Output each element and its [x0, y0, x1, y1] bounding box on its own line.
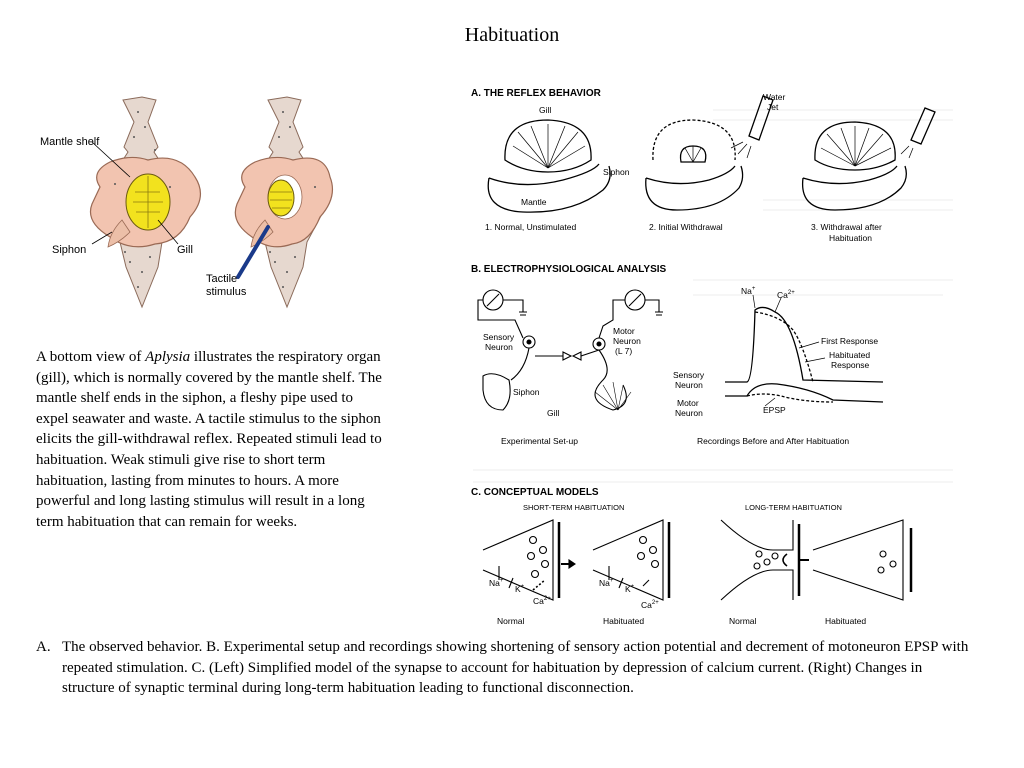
gill-label: Gill: [177, 244, 193, 256]
reflex-panel-1: [487, 119, 611, 213]
motor-neuron-label-3: (L 7): [615, 346, 632, 356]
habituated-label-left: Habituated: [603, 616, 644, 625]
normal-label-right: Normal: [729, 616, 757, 625]
recordings-label: Recordings Before and After Habituation: [697, 436, 849, 446]
reflex-panel-2: [645, 95, 774, 211]
caption-label: A.: [36, 639, 51, 655]
page-title: Habituation: [464, 24, 560, 46]
k-label-c2: K+: [625, 584, 635, 594]
panel1-label: 1. Normal, Unstimulated: [485, 222, 576, 232]
epsp-label: EPSP: [763, 405, 786, 415]
background-text-texture: [473, 109, 953, 483]
long-term-normal-terminal: [720, 519, 809, 601]
aplysia-illustration: Mantle shelf Siphon Gill Tactile stimulu…: [40, 96, 333, 309]
habituated-response-label-1: Habituated: [829, 350, 870, 360]
setup-label: Experimental Set-up: [501, 436, 578, 446]
na-label-b: Na+: [741, 286, 756, 296]
first-response-label: First Response: [821, 336, 878, 346]
panel3-label-2: Habituation: [829, 233, 872, 243]
tactile-label-1: Tactile: [206, 273, 237, 285]
caption-text: The observed behavior. B. Experimental s…: [62, 639, 969, 697]
gill-label-b: Gill: [547, 408, 559, 418]
section-b-title: B. ELECTROPHYSIOLOGICAL ANALYSIS: [471, 264, 667, 275]
habituation-figure: A. THE REFLEX BEHAVIOR Gill Mantle 1. No…: [471, 88, 953, 625]
section-a-title: A. THE REFLEX BEHAVIOR: [471, 88, 602, 99]
sensory-neuron-label-2: Neuron: [485, 342, 513, 352]
sensory-neuron-label-1: Sensory: [483, 332, 515, 342]
normal-label-left: Normal: [497, 616, 525, 625]
caption-text-before: A bottom view of: [36, 349, 146, 365]
tactile-label-2: stimulus: [206, 286, 247, 298]
long-term-title: LONG-TERM HABITUATION: [745, 503, 842, 512]
experimental-setup: [477, 289, 663, 411]
recordings-traces: [725, 306, 884, 403]
long-term-habituated-terminal: [812, 519, 913, 601]
panel3-label-1: 3. Withdrawal after: [811, 222, 882, 232]
mantle-shelf-label: Mantle shelf: [40, 136, 100, 148]
aplysia-description: A bottom view of Aplysia illustrates the…: [36, 347, 386, 532]
rec-sensory-label-2: Neuron: [675, 380, 703, 390]
habituated-response-label-2: Response: [831, 360, 870, 370]
mantle-label-a: Mantle: [521, 197, 547, 207]
na-label-c2: Na+: [599, 578, 614, 588]
caption-text-after: illustrates the respiratory organ (gill)…: [36, 349, 382, 530]
gill-label-a: Gill: [539, 105, 551, 115]
water-jet-label-1: Water: [763, 92, 786, 102]
species-name: Aplysia: [145, 349, 191, 365]
siphon-label: Siphon: [52, 244, 86, 256]
siphon-label-b: Siphon: [513, 387, 540, 397]
motor-neuron-label-2: Neuron: [613, 336, 641, 346]
figure-caption: A. The observed behavior. B. Experimenta…: [36, 637, 976, 699]
rec-motor-label-2: Neuron: [675, 408, 703, 418]
siphon-label-a: Siphon: [603, 167, 630, 177]
short-term-title: SHORT-TERM HABITUATION: [523, 503, 624, 512]
aplysia-right: [234, 96, 333, 309]
ca-label-b: Ca2+: [777, 290, 795, 300]
habituated-label-right: Habituated: [825, 616, 866, 625]
na-label-c1: Na+: [489, 578, 504, 588]
rec-sensory-label-1: Sensory: [673, 370, 705, 380]
k-label-c1: K+: [515, 584, 525, 594]
short-term-normal-terminal: [482, 519, 576, 601]
ca-label-c1: Ca2+: [533, 596, 551, 606]
ca-label-c2: Ca2+: [641, 600, 659, 610]
water-jet-label-2: Jet: [767, 102, 779, 112]
recording-leader-lines: [752, 294, 826, 407]
aplysia-left: [89, 96, 201, 309]
panel2-label: 2. Initial Withdrawal: [649, 222, 723, 232]
rec-motor-label-1: Motor: [677, 398, 699, 408]
motor-neuron-label-1: Motor: [613, 326, 635, 336]
reflex-panel-3: [801, 107, 936, 211]
section-c-title: C. CONCEPTUAL MODELS: [471, 487, 599, 498]
short-term-habituated-terminal: [592, 519, 671, 601]
